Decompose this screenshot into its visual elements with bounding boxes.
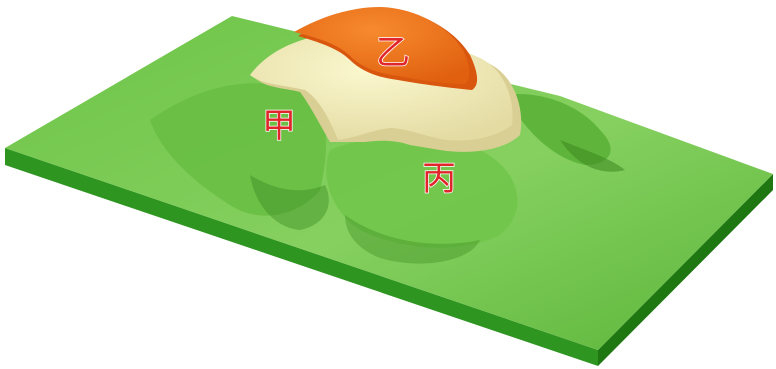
ridge-shadow-right xyxy=(560,140,625,172)
ridge-shadow-left xyxy=(250,175,329,230)
base-front-face xyxy=(5,148,598,366)
ridge-right xyxy=(505,94,611,165)
label-yi: 乙 xyxy=(376,33,410,73)
ridge-left xyxy=(150,83,326,216)
label-bing: 丙 xyxy=(422,159,456,199)
lowland-ridges xyxy=(150,83,625,264)
peak-surface xyxy=(294,7,470,84)
base-slab xyxy=(5,148,773,366)
ridge-shadow-center xyxy=(345,215,480,264)
mountain-peak xyxy=(294,7,478,90)
ridge-center xyxy=(326,136,518,248)
label-jia: 甲 xyxy=(262,106,296,146)
base-side-face xyxy=(598,174,773,366)
